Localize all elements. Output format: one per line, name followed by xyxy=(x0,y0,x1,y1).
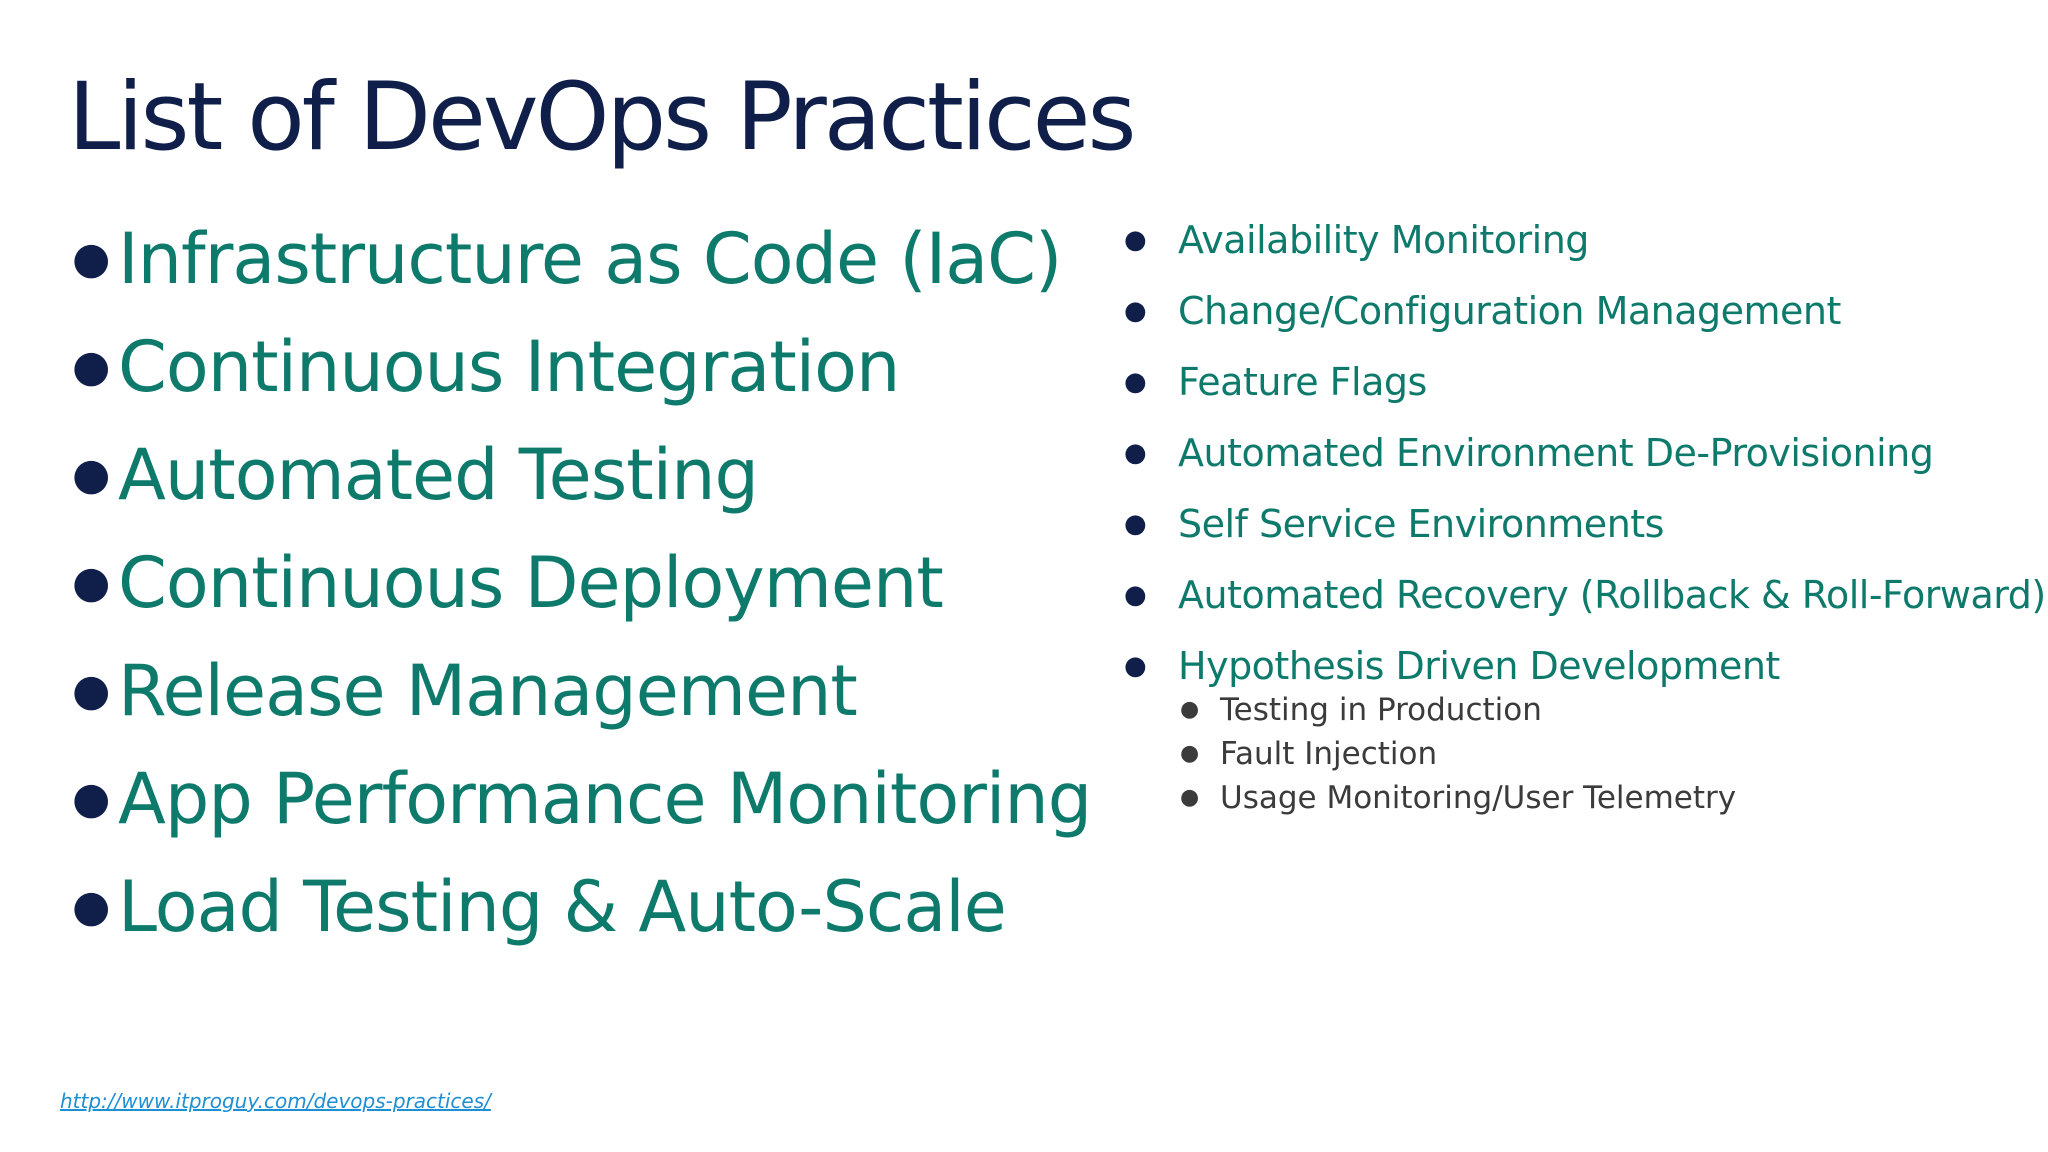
bullet-icon: ● xyxy=(1124,580,1147,610)
bullet-icon: ● xyxy=(72,449,111,500)
hypothesis-subitems-list: ●Testing in Production ●Fault Injection … xyxy=(1178,688,2046,820)
bullet-icon: ● xyxy=(72,665,111,716)
additional-practice-label: Self Service Environments xyxy=(1178,502,1664,546)
main-practice-label: Release Management xyxy=(118,650,858,732)
main-practice-item: ●Release Management xyxy=(68,637,1091,745)
bullet-icon: ● xyxy=(1124,296,1147,326)
additional-practice-item: ● Change/Configuration Management xyxy=(1120,276,2046,347)
main-practice-label: Continuous Deployment xyxy=(118,542,944,624)
main-practice-label: App Performance Monitoring xyxy=(118,758,1092,840)
additional-practice-label: Change/Configuration Management xyxy=(1178,289,1841,333)
additional-practices-list: ● Availability Monitoring ● Change/Configu… xyxy=(1120,205,2046,820)
main-practice-item: ●App Performance Monitoring xyxy=(68,745,1092,853)
main-practice-item: ●Automated Testing xyxy=(68,421,1091,529)
additional-practice-item: ● Availability Monitoring xyxy=(1120,205,2046,276)
hypothesis-subitem: ● Testing in Production xyxy=(1178,688,2046,732)
additional-practice-item: ● Self Service Environments xyxy=(1120,489,2046,560)
hypothesis-subitem-label: Usage Monitoring/User Telemetry xyxy=(1220,780,1737,816)
main-practice-label: Continuous Integration xyxy=(118,326,900,408)
bullet-icon: ● xyxy=(1180,697,1200,722)
main-practice-label: Load Testing & Auto-Scale xyxy=(118,866,1007,948)
source-link[interactable]: http://www.itproguy.com/devops-practices… xyxy=(60,1089,491,1113)
additional-practice-label: Availability Monitoring xyxy=(1178,218,1589,262)
main-practice-item: ●Load Testing & Auto-Scale xyxy=(68,853,1091,961)
additional-practice-item: ● Automated Recovery (Rollback & Roll-For… xyxy=(1120,560,2046,631)
main-practice-item: ●Continuous Integration xyxy=(68,313,1091,421)
main-practice-label: Automated Testing xyxy=(118,434,759,516)
additional-practice-label: Automated Environment De-Provisioning xyxy=(1178,431,1934,475)
bullet-icon: ● xyxy=(1124,651,1147,681)
hypothesis-subitem-label: Testing in Production xyxy=(1220,692,1542,728)
hypothesis-subitem: ● Fault Injection xyxy=(1178,732,2046,776)
bullet-icon: ● xyxy=(1180,785,1200,810)
main-practice-label: Infrastructure as Code (IaC) xyxy=(118,218,1062,300)
bullet-icon: ● xyxy=(72,881,111,932)
main-practice-item: ●Continuous Deployment xyxy=(68,529,1091,637)
bullet-icon: ● xyxy=(72,341,111,392)
additional-practice-label: Automated Recovery (Rollback & Roll-Forw… xyxy=(1178,573,2046,617)
additional-practice-item: ● Hypothesis Driven Development ● Testing … xyxy=(1120,631,2046,820)
bullet-icon: ● xyxy=(1124,225,1147,255)
additional-practice-label: Feature Flags xyxy=(1178,360,1427,404)
bullet-icon: ● xyxy=(72,773,111,824)
additional-practice-label: Hypothesis Driven Development xyxy=(1178,644,1780,688)
main-practices-list: ●Infrastructure as Code (IaC) ●Continuou… xyxy=(68,205,1092,961)
additional-practice-item: ● Automated Environment De-Provisioning xyxy=(1120,418,2046,489)
main-practice-item: ●Infrastructure as Code (IaC) xyxy=(68,205,1091,313)
additional-practice-item: ● Feature Flags xyxy=(1120,347,2046,418)
slide-title: List of DevOps Practices xyxy=(68,63,1136,172)
hypothesis-subitem-label: Fault Injection xyxy=(1220,736,1438,772)
hypothesis-subitem: ● Usage Monitoring/User Telemetry xyxy=(1178,776,2046,820)
bullet-icon: ● xyxy=(1124,509,1147,539)
bullet-icon: ● xyxy=(72,233,111,284)
bullet-icon: ● xyxy=(1180,741,1200,766)
bullet-icon: ● xyxy=(1124,438,1147,468)
bullet-icon: ● xyxy=(1124,367,1147,397)
bullet-icon: ● xyxy=(72,557,111,608)
